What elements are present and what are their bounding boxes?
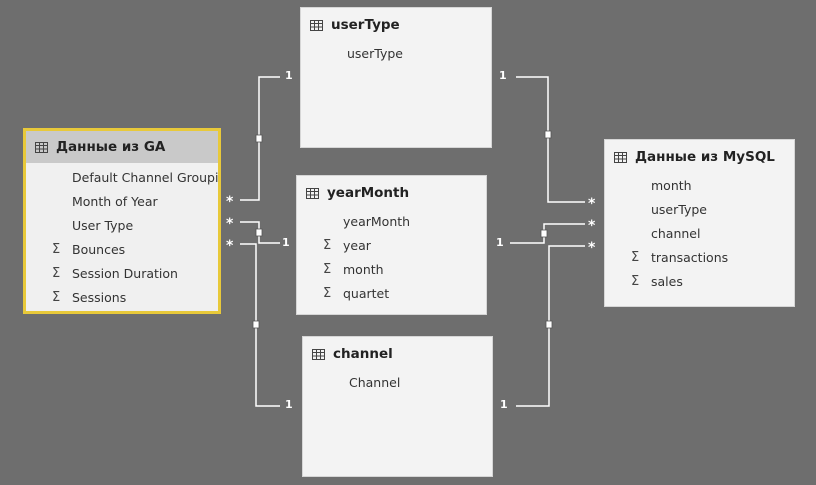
field-label: userType [651,202,707,217]
sigma-icon: Σ [631,250,640,265]
table-header[interactable]: yearMonth [297,176,486,210]
filter-direction-icon [255,134,263,143]
table-icon [35,141,48,153]
link-mysql-yearmonth [510,223,585,244]
cardinality-many: * [588,196,596,212]
field-row[interactable]: User Type [26,214,218,238]
field-row[interactable]: userType [605,198,794,222]
table-title: yearMonth [327,185,410,201]
field-label: userType [347,46,403,61]
table-title: userType [331,17,400,33]
cardinality-one: 1 [282,236,290,249]
sigma-icon: Σ [52,242,61,257]
table-icon [312,348,325,360]
cardinality-many: * [588,240,596,256]
table-header[interactable]: Данные из MySQL [605,140,794,174]
table-header[interactable]: userType [301,8,491,42]
table-header[interactable]: Данные из GA [26,131,218,163]
field-label: month [651,178,692,193]
sigma-icon: Σ [52,290,61,305]
field-label: Month of Year [72,194,158,209]
cardinality-one: 1 [499,69,507,82]
cardinality-many: * [588,218,596,234]
link-ga-channel [240,243,280,407]
filter-direction-icon [252,320,260,329]
field-label: sales [651,274,683,289]
cardinality-many: * [226,216,234,232]
table-usertype[interactable]: userType userType [300,7,492,148]
field-label: Default Channel Groupi [72,170,218,185]
field-label: month [343,262,384,277]
field-row[interactable]: Σ Bounces [26,238,218,262]
sigma-icon: Σ [631,274,640,289]
link-mysql-channel [516,245,585,407]
table-icon [310,19,323,31]
cardinality-one: 1 [285,398,293,411]
sigma-icon: Σ [52,266,61,281]
cardinality-one: 1 [500,398,508,411]
field-row[interactable]: userType [301,42,491,66]
link-ga-yearmonth [240,221,280,244]
field-label: User Type [72,218,134,233]
sigma-icon: Σ [323,262,332,277]
field-label: Bounces [72,242,126,257]
table-channel[interactable]: channel Channel [302,336,493,477]
field-row[interactable]: Channel [303,371,492,395]
field-label: year [343,238,371,253]
cardinality-one: 1 [285,69,293,82]
filter-direction-icon [540,229,548,238]
field-row[interactable]: Σ Session Duration [26,262,218,286]
table-icon [614,151,627,163]
filter-direction-icon [255,228,263,237]
field-label: Channel [349,375,401,390]
link-mysql-usertype [516,76,585,203]
field-label: Sessions [72,290,127,305]
table-icon [306,187,319,199]
field-label: yearMonth [343,214,411,229]
field-row[interactable]: Default Channel Groupi [26,166,218,190]
field-label: channel [651,226,701,241]
filter-direction-icon [544,130,552,139]
sigma-icon: Σ [323,286,332,301]
field-row[interactable]: month [605,174,794,198]
cardinality-many: * [226,194,234,210]
table-title: Данные из MySQL [635,149,775,165]
field-label: Session Duration [72,266,178,281]
table-title: channel [333,346,393,362]
field-row[interactable]: channel [605,222,794,246]
field-row[interactable]: yearMonth [297,210,486,234]
field-label: transactions [651,250,729,265]
table-title: Данные из GA [56,139,166,155]
cardinality-one: 1 [496,236,504,249]
sigma-icon: Σ [323,238,332,253]
link-ga-usertype [240,76,280,201]
cardinality-many: * [226,238,234,254]
filter-direction-icon [545,320,553,329]
field-list: userType [301,42,491,66]
field-label: quartet [343,286,390,301]
field-list: Channel [303,371,492,395]
field-row[interactable]: Month of Year [26,190,218,214]
table-header[interactable]: channel [303,337,492,371]
field-row[interactable]: Σ Sessions [26,286,218,310]
